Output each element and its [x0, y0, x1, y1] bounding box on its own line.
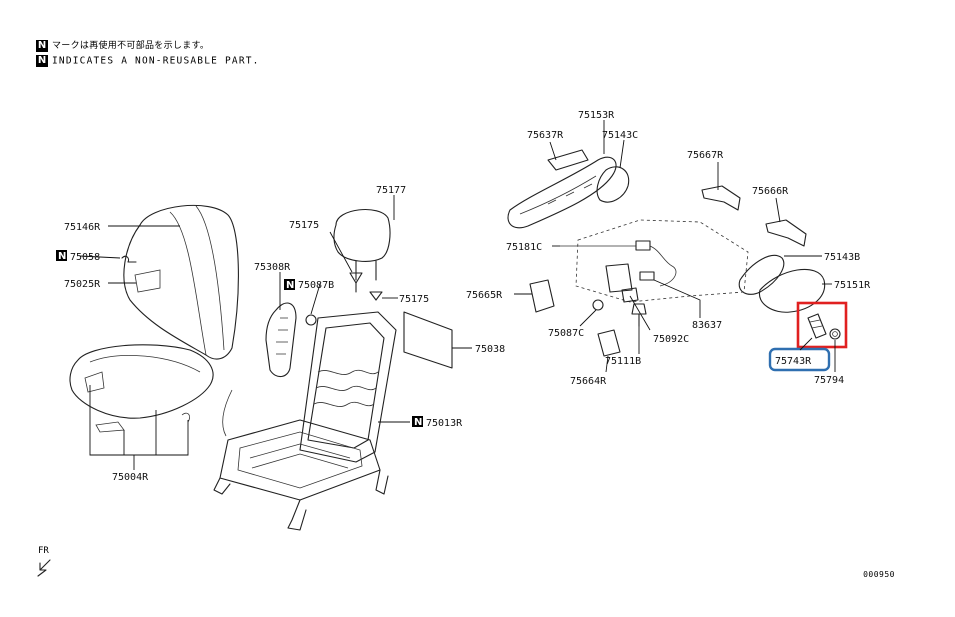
non-reusable-symbol: N	[36, 39, 48, 52]
clip-75087C[interactable]	[592, 299, 604, 311]
non-reusable-mark-text: N	[58, 251, 66, 262]
label-75143B: 75143B	[824, 252, 860, 263]
bolt-75111B[interactable]	[631, 303, 647, 327]
trim-75664R[interactable]	[597, 329, 621, 357]
label-83637: 83637	[692, 320, 722, 331]
note-english-text: INDICATES A NON-REUSABLE PART.	[52, 55, 260, 67]
bracket-75666R[interactable]	[765, 219, 807, 247]
label-75175-upper: 75175	[289, 220, 319, 231]
trim-75665R[interactable]	[529, 279, 555, 313]
cover-75151R[interactable]	[758, 268, 826, 313]
label-75308R: 75308R	[254, 262, 291, 273]
highlight-box	[796, 301, 848, 349]
label-75038: 75038	[475, 344, 505, 355]
label-75664R: 75664R	[570, 376, 607, 387]
side-shield-75153R[interactable]	[507, 156, 617, 229]
seat-frame[interactable]	[213, 311, 397, 531]
label-75111B: 75111B	[605, 356, 641, 367]
cover-75143B[interactable]	[738, 254, 785, 295]
label-75087C: 75087C	[548, 328, 584, 339]
orientation-label: FR	[38, 546, 49, 556]
label-75175-lower: 75175	[399, 294, 429, 305]
side-panel[interactable]	[265, 302, 297, 378]
cap-75794[interactable]	[829, 328, 841, 340]
label-75666R: 75666R	[752, 186, 789, 197]
non-reusable-mark	[412, 416, 423, 427]
label-75087B: 75087B	[298, 280, 334, 291]
trim-75637R[interactable]	[547, 149, 589, 171]
part-83637[interactable]	[605, 263, 633, 293]
label-75667R: 75667R	[687, 150, 724, 161]
bracket-75667R[interactable]	[701, 185, 741, 211]
drawing-code: 000950	[863, 570, 895, 579]
headrest[interactable]	[333, 209, 391, 281]
label-75181C: 75181C	[506, 242, 542, 253]
label-75146R: 75146R	[64, 222, 101, 233]
label-75004R: 75004R	[112, 472, 149, 483]
label-75143C: 75143C	[602, 130, 638, 141]
label-75153R: 75153R	[578, 110, 615, 121]
cover-75143C[interactable]	[596, 166, 630, 203]
label-75013R: 75013R	[426, 418, 463, 429]
label-75794: 75794	[814, 375, 844, 386]
wiring-75181C[interactable]	[560, 240, 677, 287]
frame-outline	[575, 219, 749, 303]
highlight-label-box	[768, 347, 831, 372]
label-75058: 75058	[70, 252, 100, 263]
label-75665R: 75665R	[466, 290, 503, 301]
label-75177: 75177	[376, 185, 406, 196]
back-board[interactable]	[403, 311, 453, 369]
note-japanese-text: マークは再使用不可部品を示します。	[52, 41, 210, 51]
screw-75175-b[interactable]	[369, 291, 383, 301]
leader-lines	[79, 120, 836, 470]
seat-cushion-cover[interactable]	[69, 344, 214, 433]
clip-75087B[interactable]	[305, 314, 317, 326]
front-arrow-icon	[37, 559, 51, 577]
note-english: N INDICATES A NON-REUSABLE PART.	[36, 55, 260, 67]
label-75151R: 75151R	[834, 280, 871, 291]
note-japanese: N マークは再使用不可部品を示します。	[36, 38, 209, 52]
non-reusable-mark	[284, 279, 295, 290]
non-reusable-symbol: N	[36, 55, 48, 67]
lever-75743R[interactable]	[807, 313, 827, 339]
part-labels: 75146R N 75058 75025R 75004R 75308R N 75…	[56, 110, 871, 483]
screw-75175[interactable]	[349, 272, 363, 293]
label-75637R: 75637R	[527, 130, 564, 141]
clip-75058[interactable]	[121, 255, 137, 263]
label-75092C: 75092C	[653, 334, 689, 345]
label-75743R[interactable]: 75743R	[775, 356, 812, 367]
label-75025R: 75025R	[64, 279, 101, 290]
non-reusable-mark-text: N	[286, 280, 294, 291]
non-reusable-mark-text: N	[414, 417, 422, 428]
part-75092C[interactable]	[621, 287, 639, 303]
non-reusable-mark	[56, 250, 67, 261]
seat-back-cover[interactable]	[123, 204, 239, 360]
